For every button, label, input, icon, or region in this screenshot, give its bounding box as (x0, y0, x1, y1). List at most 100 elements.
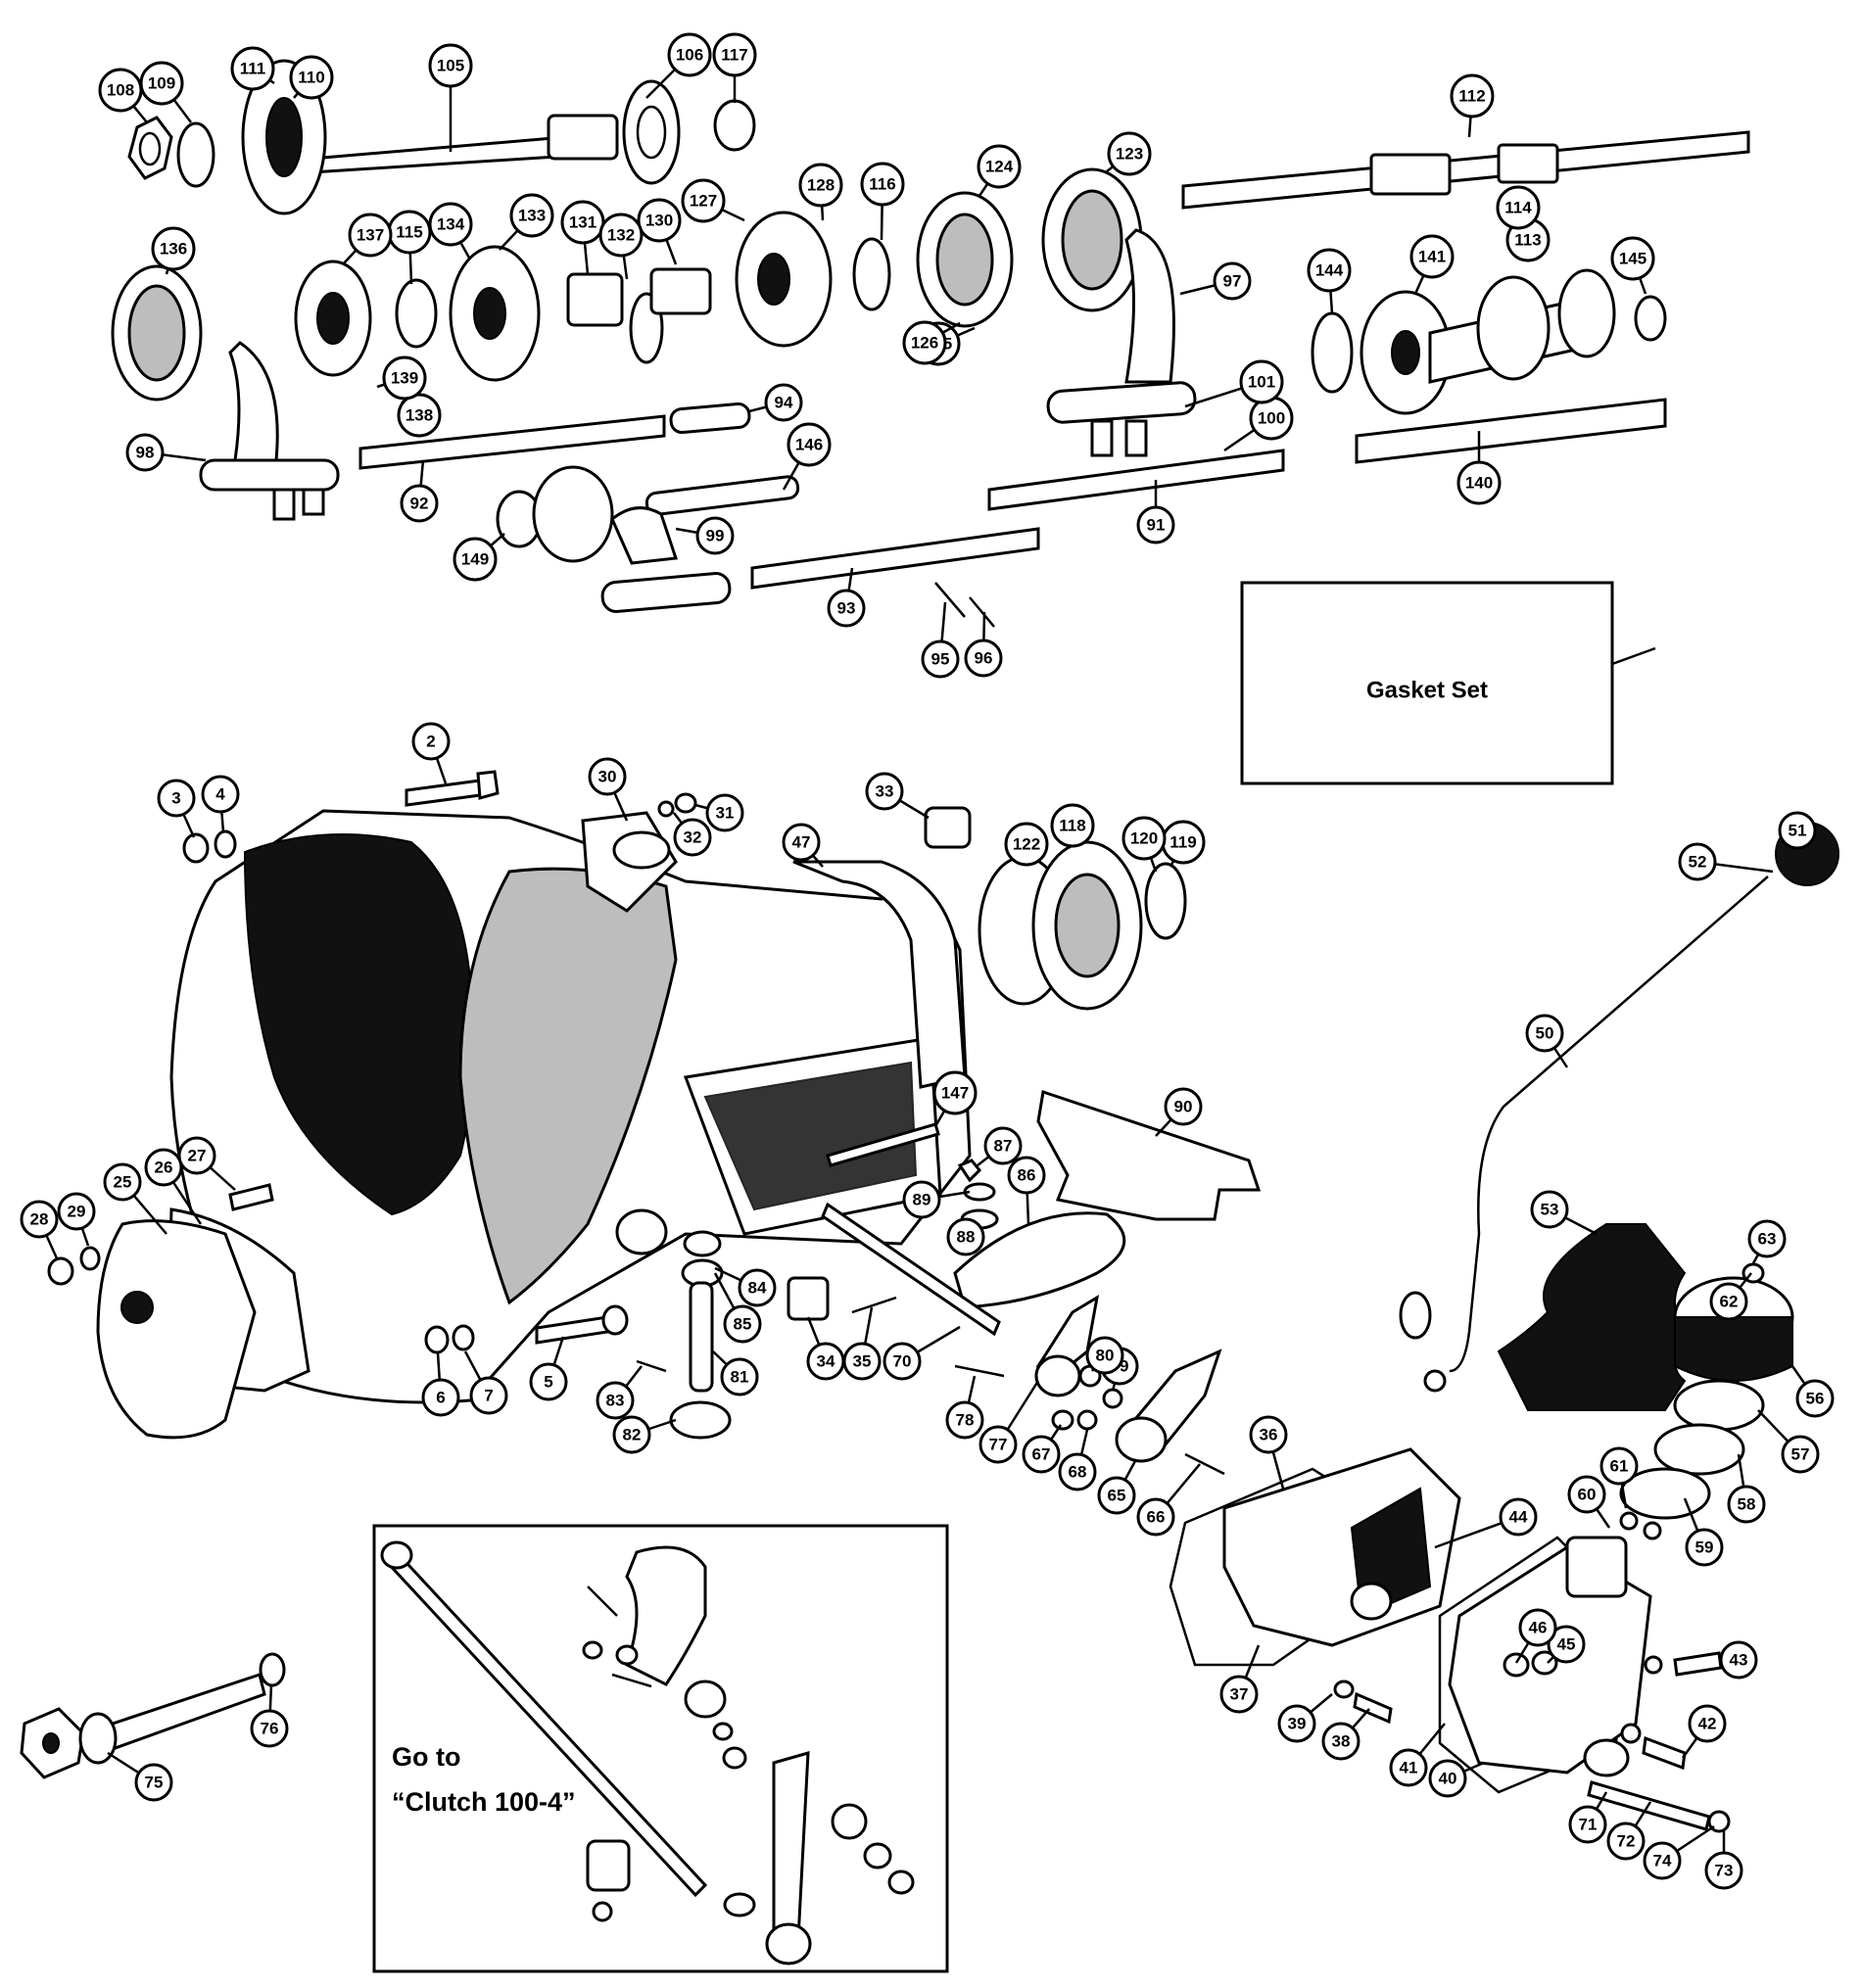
bolt-42 (1642, 1735, 1687, 1771)
callout-circle (1085, 1336, 1124, 1375)
callout-number: 106 (676, 46, 703, 65)
bush-82 (669, 1400, 732, 1440)
callout-number: 45 (1557, 1635, 1576, 1654)
callout-28: 28 (20, 1200, 59, 1259)
washer-4 (214, 829, 237, 859)
callout-circle (827, 589, 866, 628)
callout-number: 118 (1059, 817, 1085, 835)
callout-114: 114 (1496, 185, 1541, 230)
callout-circle (289, 55, 334, 100)
callout-62: 62 (1709, 1272, 1752, 1321)
callout-number: 37 (1230, 1685, 1249, 1704)
callout-82: 82 (612, 1415, 677, 1454)
callout-128: 128 (798, 163, 843, 221)
callout-number: 122 (1013, 835, 1040, 854)
callout-number: 115 (396, 223, 422, 242)
nut-108 (127, 116, 173, 180)
callout-74: 74 (1643, 1824, 1715, 1880)
callout-number: 130 (645, 212, 673, 230)
callout-circle (1525, 1014, 1564, 1053)
callout-number: 76 (261, 1720, 279, 1738)
callout-circle (977, 144, 1022, 189)
callout-circle (125, 433, 165, 472)
callout-90: 90 (1155, 1087, 1203, 1137)
gears-row-2 (111, 167, 1143, 402)
callout-circle (1121, 816, 1167, 861)
callout-number: 144 (1315, 261, 1344, 280)
rail-91 (987, 449, 1285, 511)
callout-circle (1164, 1087, 1203, 1126)
callout-circle (1219, 1675, 1259, 1714)
callout-circle (1107, 131, 1152, 176)
callout-number: 74 (1653, 1852, 1672, 1870)
callout-circle (1239, 359, 1284, 404)
callout-circle (1610, 236, 1655, 281)
callout-circle (469, 1376, 508, 1415)
callout-circle (57, 1192, 96, 1231)
callout-number: 97 (1223, 272, 1242, 291)
callout-circle (103, 1162, 142, 1202)
callout-number: 63 (1758, 1230, 1777, 1249)
callout-circle (1568, 1805, 1607, 1844)
callout-number: 70 (893, 1352, 912, 1371)
callout-circle (1719, 1640, 1758, 1680)
callout-50: 50 (1525, 1014, 1569, 1068)
callout-5: 5 (529, 1336, 568, 1401)
callout-circle (723, 1304, 762, 1344)
callout-111: 111 (230, 46, 275, 91)
callout-number: 53 (1541, 1201, 1559, 1219)
callout-6: 6 (421, 1352, 460, 1417)
callout-33: 33 (865, 772, 930, 820)
callout-circle (842, 1342, 882, 1381)
callout-circle (782, 823, 821, 862)
gear-cluster-141 (1311, 268, 1667, 415)
callout-41: 41 (1389, 1723, 1446, 1787)
callout-number: 87 (994, 1137, 1013, 1156)
selector-fork-97 (1046, 228, 1197, 457)
callout-number: 138 (406, 406, 433, 425)
callout-110: 110 (289, 55, 334, 100)
clutch-box-line1: Go to (392, 1742, 460, 1772)
callout-57: 57 (1757, 1409, 1820, 1474)
callout-number: 101 (1248, 373, 1275, 392)
callout-60: 60 (1567, 1475, 1611, 1529)
callout-circle (1704, 1851, 1743, 1890)
callout-circle (637, 198, 682, 243)
callout-circle (588, 757, 627, 796)
callout-108: 108 (98, 68, 148, 123)
callout-number: 47 (792, 833, 811, 852)
callout-36: 36 (1249, 1415, 1288, 1490)
callout-number: 98 (136, 444, 155, 462)
callout-136: 136 (151, 226, 196, 275)
callout-122: 122 (1004, 822, 1049, 867)
callout-number: 72 (1617, 1832, 1636, 1851)
callout-circle (695, 516, 735, 555)
callout-circle (397, 393, 442, 438)
callout-number: 83 (606, 1392, 625, 1410)
callout-number: 86 (1018, 1166, 1036, 1185)
callout-31: 31 (694, 793, 744, 832)
callout-circle (509, 193, 554, 238)
callout-circle (1058, 1452, 1097, 1491)
callout-number: 94 (775, 394, 793, 412)
callout-number: 137 (357, 226, 384, 245)
callout-circle (1097, 1476, 1136, 1515)
callout-105: 105 (428, 43, 473, 152)
callout-circle (1456, 460, 1502, 505)
callout-circle (1518, 1608, 1557, 1647)
shaft-112 (1181, 130, 1750, 210)
rod-146 (644, 475, 800, 516)
pin-83 (636, 1359, 667, 1373)
callout-number: 36 (1260, 1426, 1278, 1444)
callout-number: 6 (436, 1389, 445, 1407)
callout-72: 72 (1606, 1801, 1652, 1861)
callout-circle (382, 355, 427, 401)
callout-circle (1321, 1722, 1360, 1761)
plug-33 (924, 806, 972, 849)
callout-number: 112 (1458, 87, 1485, 106)
callout-circle (139, 61, 184, 106)
callout-number: 105 (437, 57, 464, 75)
callout-number: 91 (1147, 516, 1166, 535)
callout-66: 66 (1136, 1463, 1201, 1537)
callout-circle (1428, 1759, 1467, 1798)
